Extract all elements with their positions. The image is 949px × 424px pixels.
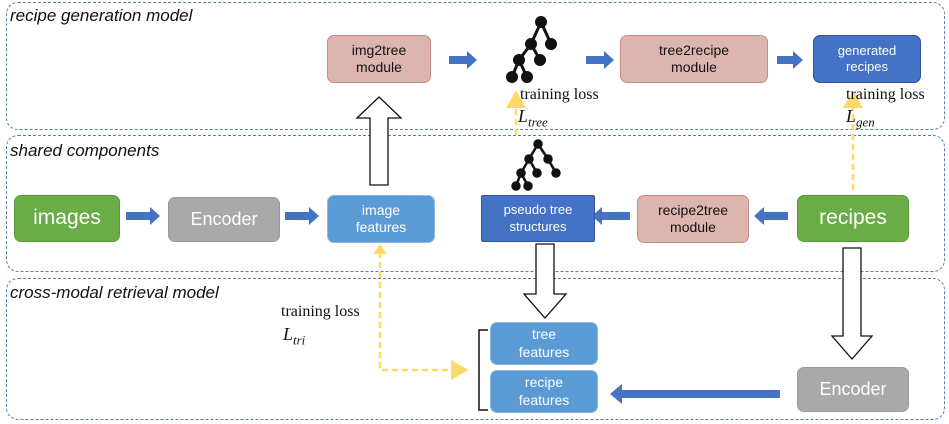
arrow-encoder-to-recipe-features	[610, 384, 780, 404]
loss-gen-L: L	[846, 106, 857, 126]
section-cross-modal-retrieval	[6, 278, 945, 420]
tree-features-label: tree features	[518, 326, 570, 360]
arrow-recipes-to-recipe2tree	[754, 207, 788, 225]
arrow-recipe2tree-to-pseudo	[592, 207, 630, 225]
loss-gen-label: training loss	[846, 86, 925, 103]
loss-tri-label: training loss	[281, 303, 360, 320]
image-features-box: image features	[327, 195, 435, 243]
img2tree-module: img2tree module	[327, 35, 431, 83]
pseudo-tree-label: pseudo tree structures	[503, 202, 573, 234]
recipes-label: recipes	[819, 206, 887, 230]
img2tree-label: img2tree module	[351, 41, 407, 76]
recipe-features-box: recipe features	[490, 370, 598, 413]
section-label-generation: recipe generation model	[10, 6, 193, 25]
generated-recipes-box: generated recipes	[813, 35, 921, 83]
loss-line-tri	[378, 252, 469, 380]
loss-tri-sub: tri	[293, 332, 306, 348]
tree-features-box: tree features	[490, 322, 598, 365]
pseudo-tree-box: pseudo tree structures	[481, 195, 595, 242]
arrow-tree-to-tree2recipe	[586, 51, 614, 69]
arrow-images-to-encoder	[126, 207, 160, 225]
encoder-top-box: Encoder	[168, 197, 280, 242]
loss-tree-symbol: Ltree	[518, 106, 548, 131]
loss-tri-symbol: Ltri	[283, 324, 305, 349]
arrow-pseudo-to-tree-features	[522, 243, 568, 319]
section-label-shared: shared components	[10, 141, 160, 160]
loss-tree-sub: tree	[528, 114, 548, 130]
loss-tri-L: L	[283, 324, 294, 344]
recipe-features-label: recipe features	[518, 374, 570, 408]
recipe2tree-label: recipe2tree module	[657, 201, 729, 236]
encoder-top-label: Encoder	[190, 209, 258, 230]
arrow-img2tree-to-tree	[449, 51, 477, 69]
arrow-tree2recipe-to-generated	[777, 51, 803, 69]
generated-recipes-label: generated recipes	[837, 42, 897, 74]
arrow-image-features-to-img2tree	[355, 96, 403, 186]
loss-gen-symbol: Lgen	[846, 106, 875, 131]
images-label: images	[33, 206, 101, 230]
loss-gen-sub: gen	[856, 114, 875, 130]
section-label-retrieval: cross-modal retrieval model	[10, 283, 219, 302]
loss-tri-arrowhead-up	[373, 244, 387, 254]
loss-tree-label: training loss	[520, 86, 599, 103]
section-shared-components	[6, 135, 945, 272]
image-features-label: image features	[355, 201, 407, 236]
loss-tree-L: L	[518, 106, 529, 126]
section-recipe-generation	[6, 2, 945, 130]
encoder-bottom-box: Encoder	[797, 367, 909, 412]
tree2recipe-label: tree2recipe module	[658, 41, 730, 76]
recipe2tree-module: recipe2tree module	[637, 195, 749, 243]
tree2recipe-module: tree2recipe module	[620, 35, 768, 83]
features-brace	[478, 329, 488, 411]
encoder-bottom-label: Encoder	[819, 379, 887, 400]
recipes-box: recipes	[797, 195, 909, 242]
tree-icon	[506, 16, 557, 83]
arrow-encoder-to-image-features	[285, 207, 319, 225]
pseudo-tree-icon	[511, 139, 561, 191]
arrow-recipes-to-encoder-bottom	[830, 247, 874, 360]
images-box: images	[14, 195, 120, 242]
